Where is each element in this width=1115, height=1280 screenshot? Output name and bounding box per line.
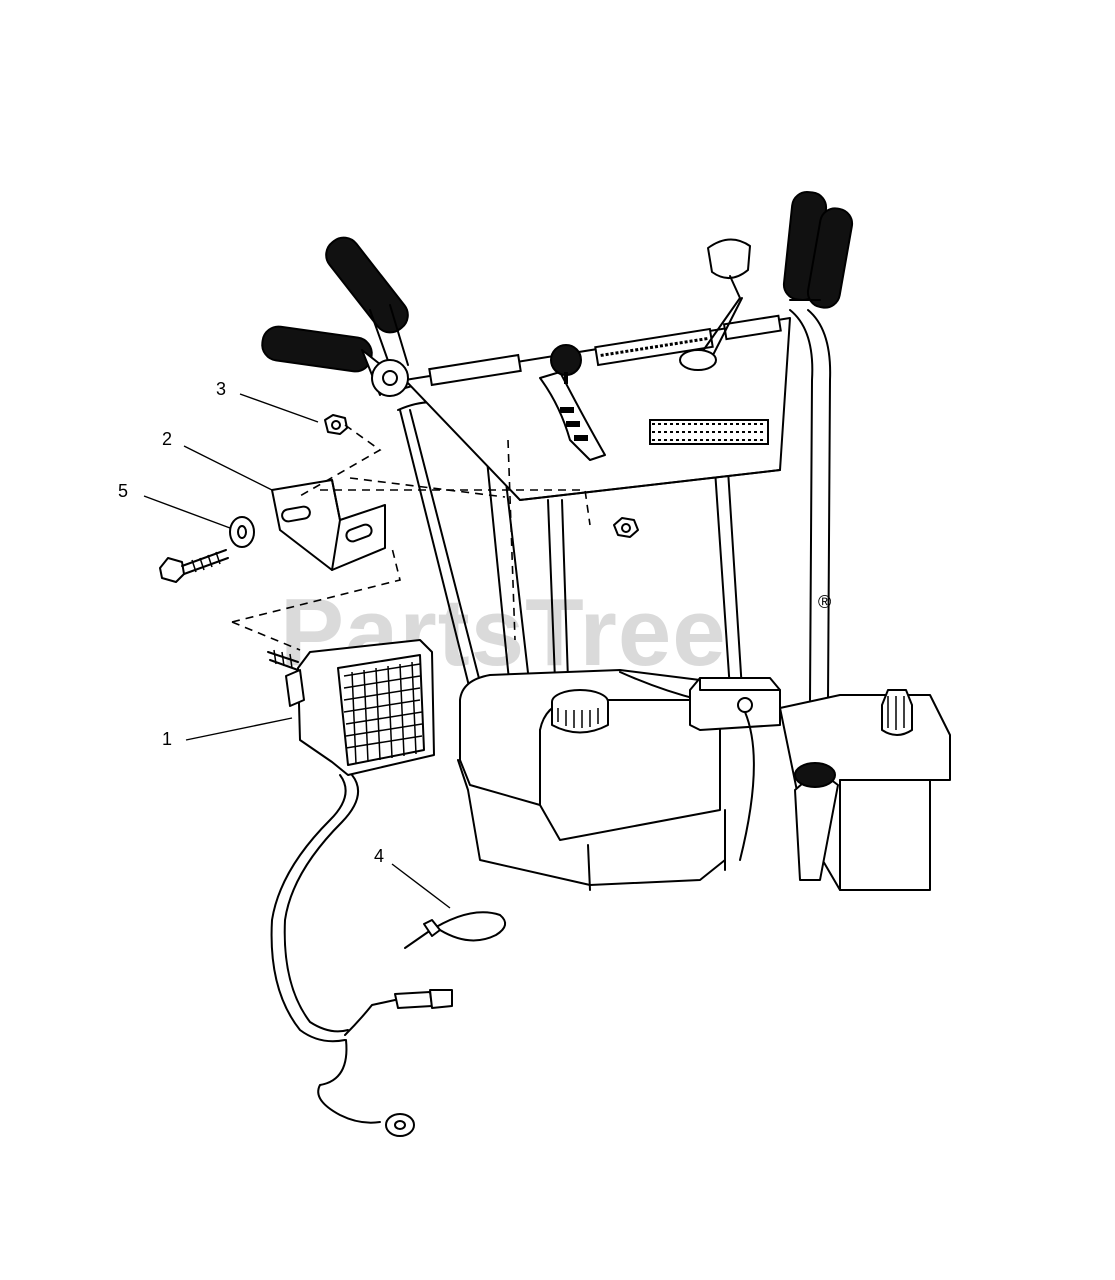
switch-box [689,677,781,861]
part-bracket [271,479,386,571]
headlight-cable [270,774,453,1137]
shift-lever-knob [550,344,582,384]
upper-grip [325,236,409,334]
leader-lines [143,393,451,909]
assembly-lines [231,424,591,651]
part-nut [324,414,348,435]
lower-grip [261,325,373,373]
oil-cap [881,689,913,736]
callout-1: 1 [162,729,172,749]
callout-5: 5 [118,481,128,501]
fuel-tank [459,669,721,841]
control-panel [404,314,791,501]
part-cable-tie [404,911,507,949]
chute-crank [679,238,751,371]
part-headlight [267,639,435,776]
engine-right [779,689,951,891]
engine-shroud [457,759,726,891]
right-grip-back [806,207,854,309]
right-grips [782,191,854,309]
choke-knob [794,762,836,788]
part-washer [229,516,255,548]
part-bolt [159,549,229,583]
headlight-lens-pattern [343,661,423,765]
callout-labels: 1 2 3 4 5 [118,379,384,866]
callout-2: 2 [162,429,172,449]
left-levers [261,236,409,397]
callout-4: 4 [374,846,384,866]
handle-right [547,309,832,701]
part-nut-panel [613,517,639,538]
callout-3: 3 [216,379,226,399]
